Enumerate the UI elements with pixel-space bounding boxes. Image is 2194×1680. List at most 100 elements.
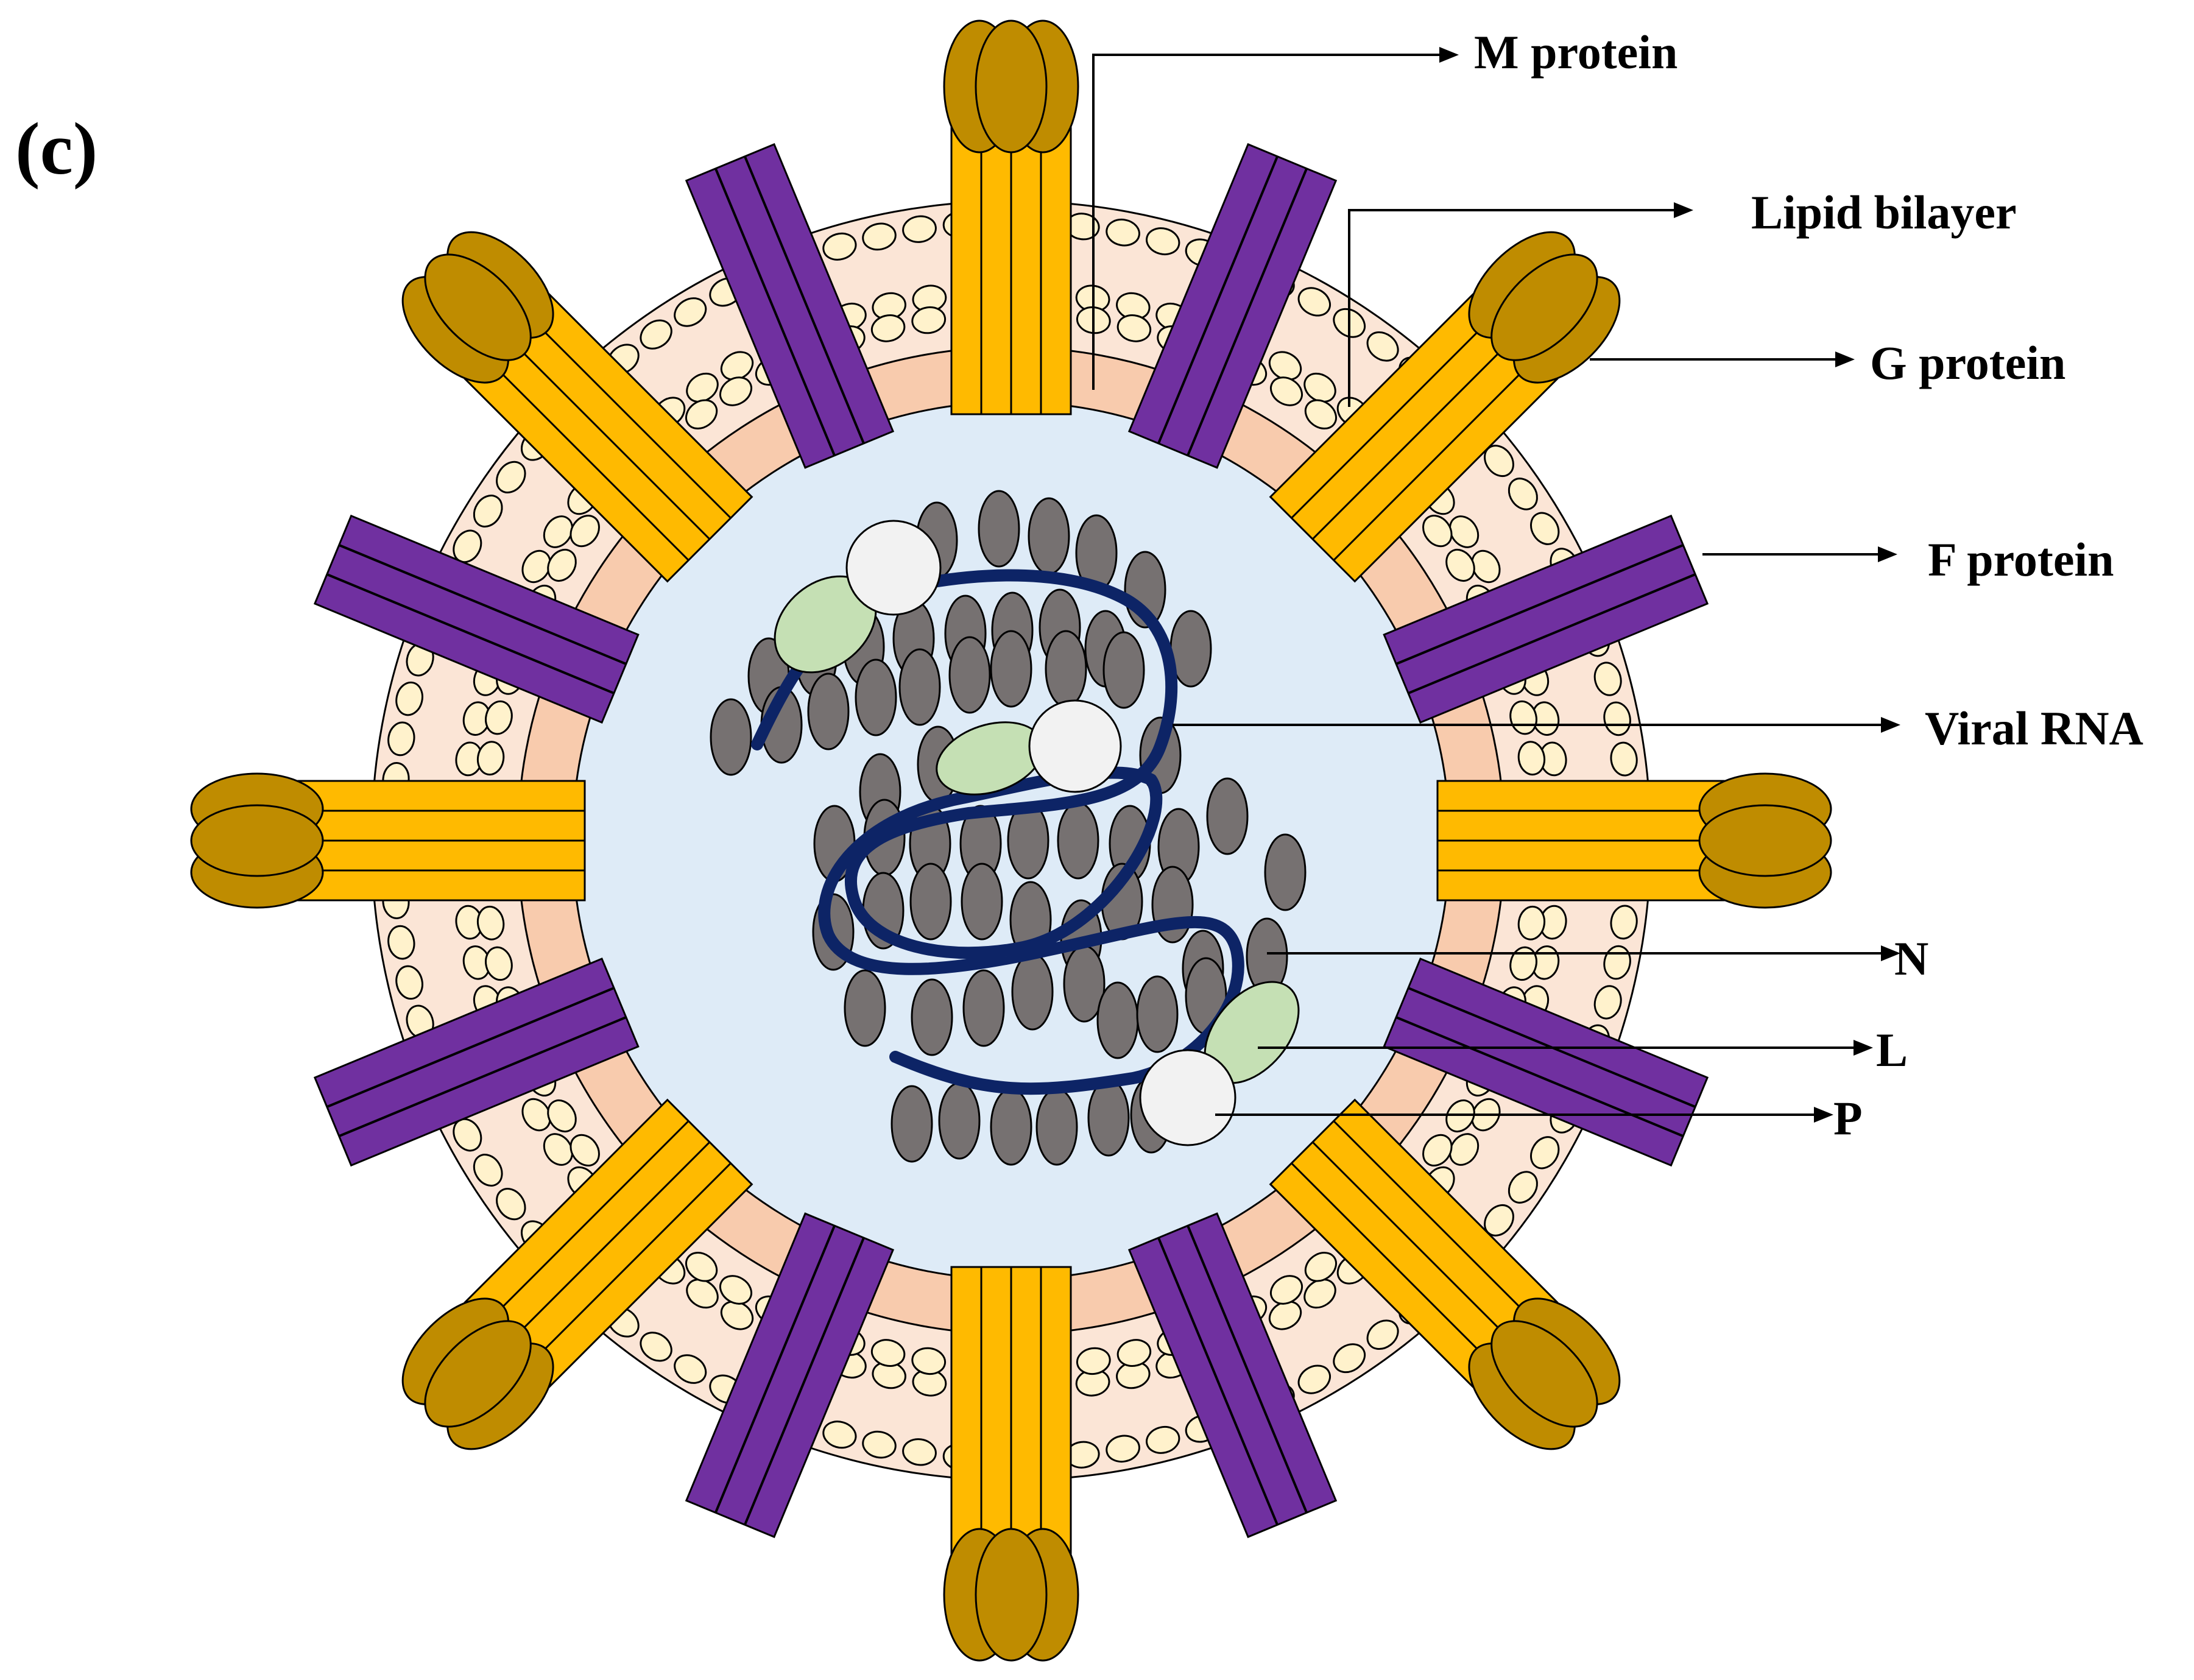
nucleoprotein-n [990,630,1032,708]
p-protein [845,520,942,616]
m-protein-leader [1092,54,1441,390]
nucleoprotein-n [978,490,1020,568]
lipid-head [1304,399,1337,429]
lipid-head [911,1347,947,1375]
nucleoprotein-n [844,969,886,1047]
leader-lines [1092,54,1882,1116]
lipid-head [570,1134,600,1166]
g-protein-head [424,1320,532,1428]
g-protein [943,19,1079,415]
lipid-head [902,215,937,243]
lipid-head [485,700,513,735]
nucleoprotein-n [962,969,1005,1047]
lipid-head [1303,1279,1336,1309]
nucleoprotein-n [961,863,1003,941]
lipid-head [1269,376,1303,406]
nucleoprotein-n [911,978,953,1056]
lipid-head [686,372,719,403]
lipid-head [911,306,947,334]
f-protein [313,957,640,1167]
g-protein [1436,772,1832,909]
lipid-head [473,495,503,528]
label-lipid-bilayer: Lipid bilayer [1751,186,2017,239]
lipid-head [496,461,526,493]
lipid-head [640,319,672,350]
lipid-head [719,376,753,406]
leader-arrowheads [1439,47,1900,1123]
lipid-head [1508,1171,1538,1204]
lipid-head [720,1301,754,1330]
viral-rna-strand [751,569,1244,1095]
g-protein-head [1490,1320,1598,1428]
lipid-head [570,515,600,548]
g-protein-stalk-divider [1311,336,1516,540]
lipid-head [640,1332,672,1362]
lipid-head [685,399,718,429]
lipid-head [822,1421,857,1449]
lipid-head [1471,549,1501,584]
g-protein-head [975,19,1048,154]
nucleoprotein-n [807,672,850,750]
f-protein-divider [744,1237,865,1525]
g-protein-stalk-divider [1291,314,1495,519]
label-l: L [1876,1023,1908,1076]
lipid-head [1603,701,1631,736]
f-protein-divider [326,987,615,1108]
lipid-head [476,905,505,941]
nucleoprotein-n [710,698,752,776]
lipid-head [1445,548,1475,582]
lipid-head [547,1099,577,1133]
g-protein-stalk-divider [1333,1120,1537,1324]
lipid-head [1146,1425,1180,1454]
lipid-head [1269,1275,1303,1305]
arrowhead [1878,546,1897,562]
lipid-head [547,548,577,582]
g-protein-stalk-divider [527,314,732,519]
lipid-head [822,232,857,261]
g-protein-stalk-divider [506,336,711,540]
lipid-head [485,946,513,981]
f-protein [313,514,640,724]
lipid-head [1333,1343,1366,1374]
nucleoprotein-n [1028,497,1070,575]
g-protein [1269,231,1621,583]
f-protein-divider [1395,1016,1684,1138]
lipid-head [862,1430,897,1459]
lipid-head [496,1188,526,1221]
nucleoprotein-n [1045,630,1087,708]
panel-label: (c) [15,108,97,190]
nucleoprotein-n [1102,631,1145,709]
label-g-protein: G protein [1870,336,2065,389]
g-protein-stalk-divider [485,357,690,561]
lipid-head [1508,478,1538,510]
lipid-head [387,925,415,960]
lipid-head [1593,985,1622,1020]
f-protein-divider [338,543,627,665]
nucleoprotein-n [909,863,952,941]
g-protein-stalk-divider [1333,357,1537,561]
lipid-head [1449,515,1480,548]
label-n: N [1894,932,1928,985]
nucleoprotein-n [1206,777,1249,855]
lipid-head [1517,741,1546,776]
lipid-head [686,1279,719,1309]
label-p: P [1833,1092,1863,1145]
lipid-head [395,681,423,716]
f-protein-divider [338,1016,627,1138]
lipid-head [473,1154,503,1187]
g-protein-head [424,253,532,361]
lipid-head [1366,1319,1399,1350]
nucleoprotein-n [1136,975,1179,1053]
g-protein-stalk-divider [506,1141,711,1346]
nucleoprotein-n [938,1082,981,1160]
nucleoprotein-n [855,658,897,736]
lipid-head [1593,662,1622,696]
lipid-head [1530,1136,1560,1170]
surface-proteins [190,19,1832,1662]
arrowhead [1835,351,1855,367]
lipid-head [521,1098,551,1132]
lipid-head [719,1275,753,1305]
arrowhead [1814,1107,1833,1123]
f-protein [685,143,895,469]
